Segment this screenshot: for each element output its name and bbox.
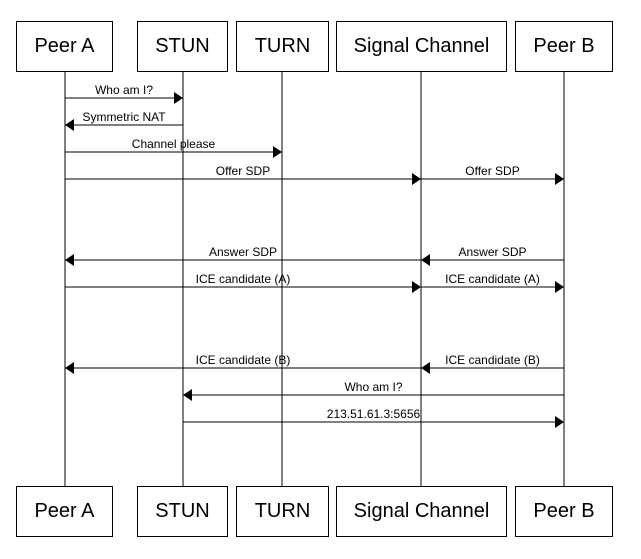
arrow-head-icon	[421, 254, 430, 266]
arrow-head-icon	[555, 416, 564, 428]
message-label: ICE candidate (A)	[445, 272, 540, 286]
participant-bottom-signal-channel: Signal Channel	[336, 486, 507, 537]
arrow-head-icon	[555, 173, 564, 185]
message-label: ICE candidate (B)	[196, 353, 291, 367]
arrow-head-icon	[421, 362, 430, 374]
participant-top-peer-b: Peer B	[515, 21, 613, 72]
message-label: ICE candidate (A)	[196, 272, 291, 286]
message-label: Offer SDP	[216, 164, 270, 178]
participant-top-turn: TURN	[236, 21, 329, 72]
message-label: Offer SDP	[465, 164, 519, 178]
message-label: Answer SDP	[209, 245, 277, 259]
arrow-head-icon	[412, 281, 421, 293]
message-label: Who am I?	[344, 380, 402, 394]
arrow-head-icon	[65, 119, 74, 131]
participant-top-signal-channel: Signal Channel	[336, 21, 507, 72]
arrow-head-icon	[555, 281, 564, 293]
arrow-head-icon	[65, 362, 74, 374]
message-label: Who am I?	[95, 83, 153, 97]
arrow-head-icon	[65, 254, 74, 266]
arrow-head-icon	[273, 146, 282, 158]
participant-bottom-peer-a: Peer A	[16, 486, 113, 537]
arrow-head-icon	[183, 389, 192, 401]
message-label: Answer SDP	[458, 245, 526, 259]
message-label: ICE candidate (B)	[445, 353, 540, 367]
participant-bottom-peer-b: Peer B	[515, 486, 613, 537]
participant-top-peer-a: Peer A	[16, 21, 113, 72]
participant-top-stun: STUN	[137, 21, 228, 72]
message-label: Channel please	[132, 137, 216, 151]
arrow-head-icon	[412, 173, 421, 185]
arrow-head-icon	[174, 92, 183, 104]
message-label: Symmetric NAT	[82, 110, 166, 124]
message-label: 213.51.61.3:5656	[327, 407, 421, 421]
participant-bottom-turn: TURN	[236, 486, 329, 537]
participant-bottom-stun: STUN	[137, 486, 228, 537]
